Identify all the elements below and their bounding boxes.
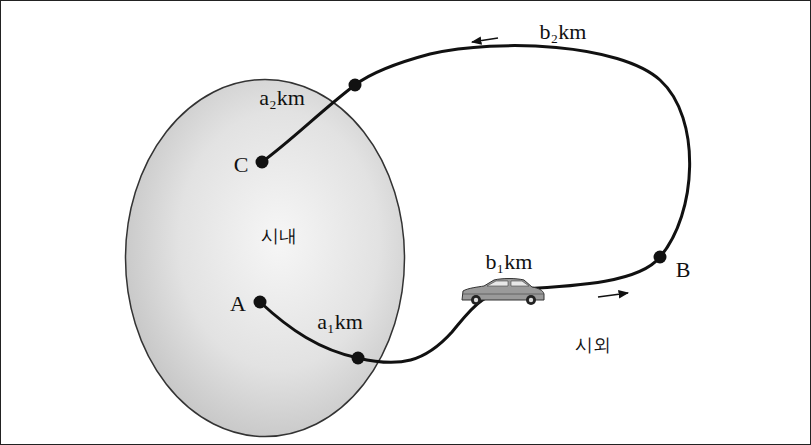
distance-label: a₁km (317, 311, 363, 333)
point-label: C (234, 154, 249, 176)
point-label: A (230, 293, 246, 315)
distance-label: a₂km (259, 87, 305, 109)
city-region: 시내 (124, 78, 406, 438)
region-name: 시내 (261, 227, 297, 245)
region-outline (124, 78, 406, 438)
car-icon (462, 279, 544, 306)
distance-label: b₁km (486, 251, 533, 273)
region-label: 시외 (575, 336, 611, 354)
distance-label: b₂km (540, 21, 587, 43)
direction-arrow (472, 38, 498, 42)
point-label: B (676, 259, 691, 281)
direction-arrow (598, 293, 628, 297)
